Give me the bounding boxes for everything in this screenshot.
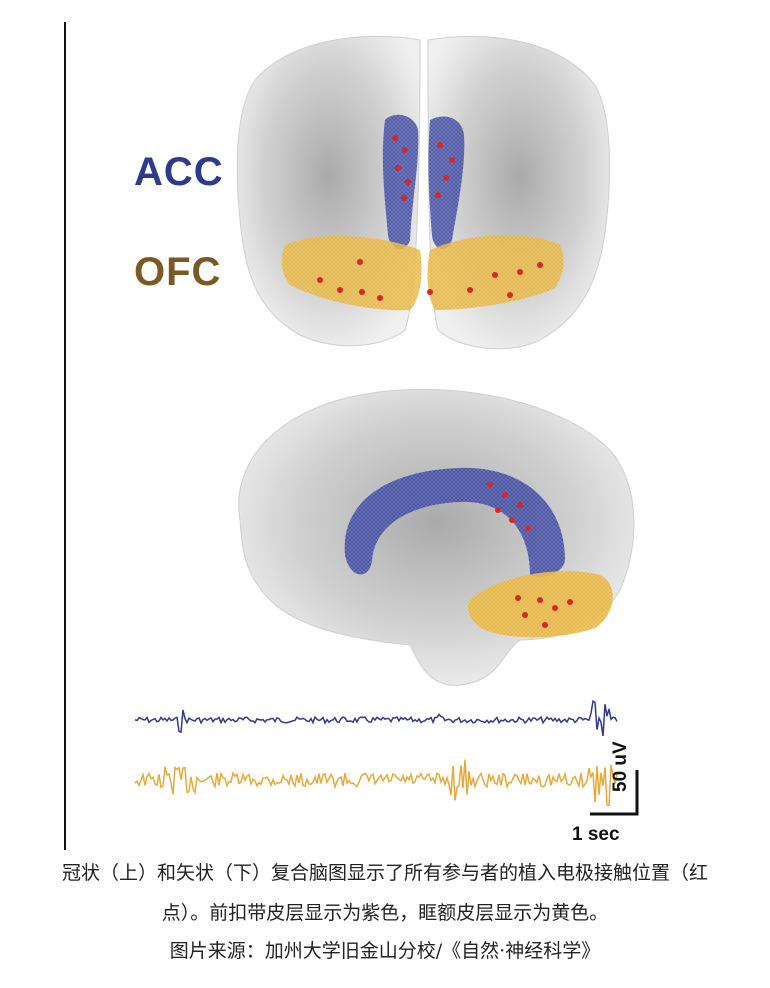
brain-figure: ACC OFC 50 uV 1 sec [64,22,639,850]
sagittal-contact-points [487,482,573,628]
sagittal-brain [238,388,635,686]
coronal-contact-points [317,135,543,301]
caption-line-2: 点）。前扣带皮层显示为紫色，眶额皮层显示为黄色。 [161,902,609,924]
scale-bar [590,770,639,816]
acc-signal-trace [134,699,618,737]
brain-illustration [134,35,639,816]
ofc-label: OFC [134,250,222,294]
ofc-signal-trace [134,759,618,807]
scale-bar-time-label: 1 sec [572,824,620,845]
left-divider-line [64,22,66,850]
acc-label: ACC [134,150,224,194]
scale-bar-voltage-label: 50 uV [610,741,631,792]
caption-line-1: 冠状（上）和矢状（下）复合脑图显示了所有参与者的植入电极接触位置（红 [61,862,708,884]
caption-line-3: 图片来源：加州大学旧金山分校/《自然·神经科学》 [169,940,601,962]
